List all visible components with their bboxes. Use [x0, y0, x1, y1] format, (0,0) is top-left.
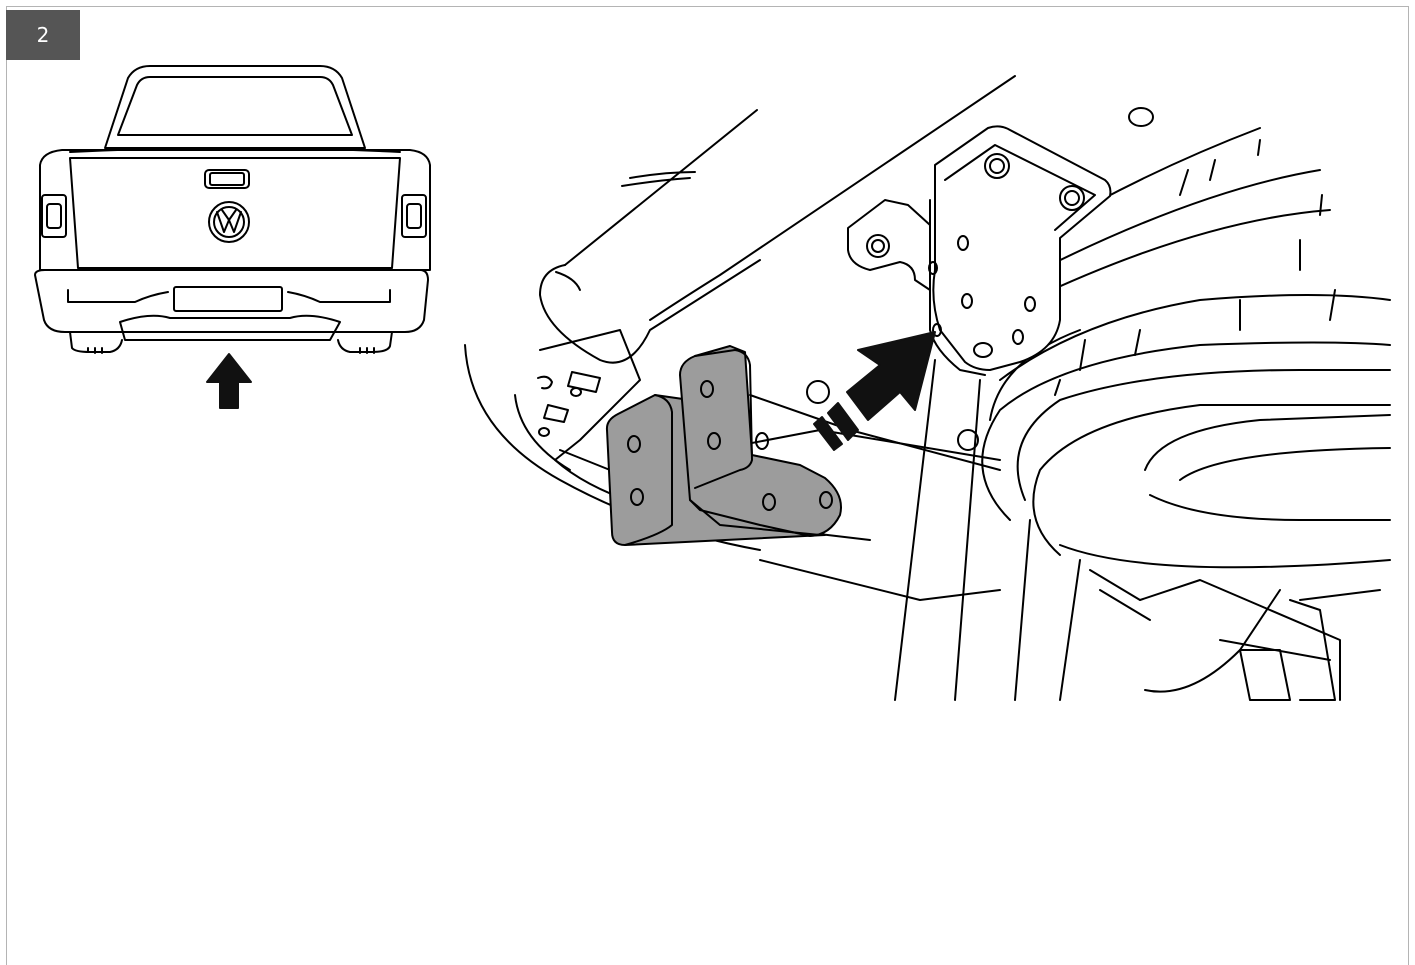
rear-window [117, 76, 353, 136]
diagram-frame [6, 6, 1409, 965]
right-tire [337, 331, 393, 353]
vehicle-rear-view [34, 65, 431, 354]
tow-bar-bracket [605, 345, 842, 546]
exhaust-tube [539, 259, 761, 364]
left-tail-light [41, 194, 67, 238]
mounted-bracket-reference [847, 125, 1112, 376]
step-number: 2 [36, 23, 50, 47]
step-number-badge: 2 [6, 10, 80, 60]
body-outline [39, 149, 431, 271]
bed-rail [69, 147, 401, 153]
tailgate-handle [204, 169, 250, 189]
license-plate [173, 286, 283, 312]
underbody-detail [464, 75, 1391, 701]
vw-logo-icon [208, 201, 250, 243]
step-plate [119, 314, 341, 341]
left-tire [69, 331, 123, 353]
insert-arrow-icon [813, 331, 936, 451]
tailgate [69, 157, 401, 269]
cab-outline [104, 65, 366, 149]
right-tail-light [401, 194, 427, 238]
up-arrow-icon [206, 353, 252, 409]
rear-bumper [34, 269, 429, 333]
